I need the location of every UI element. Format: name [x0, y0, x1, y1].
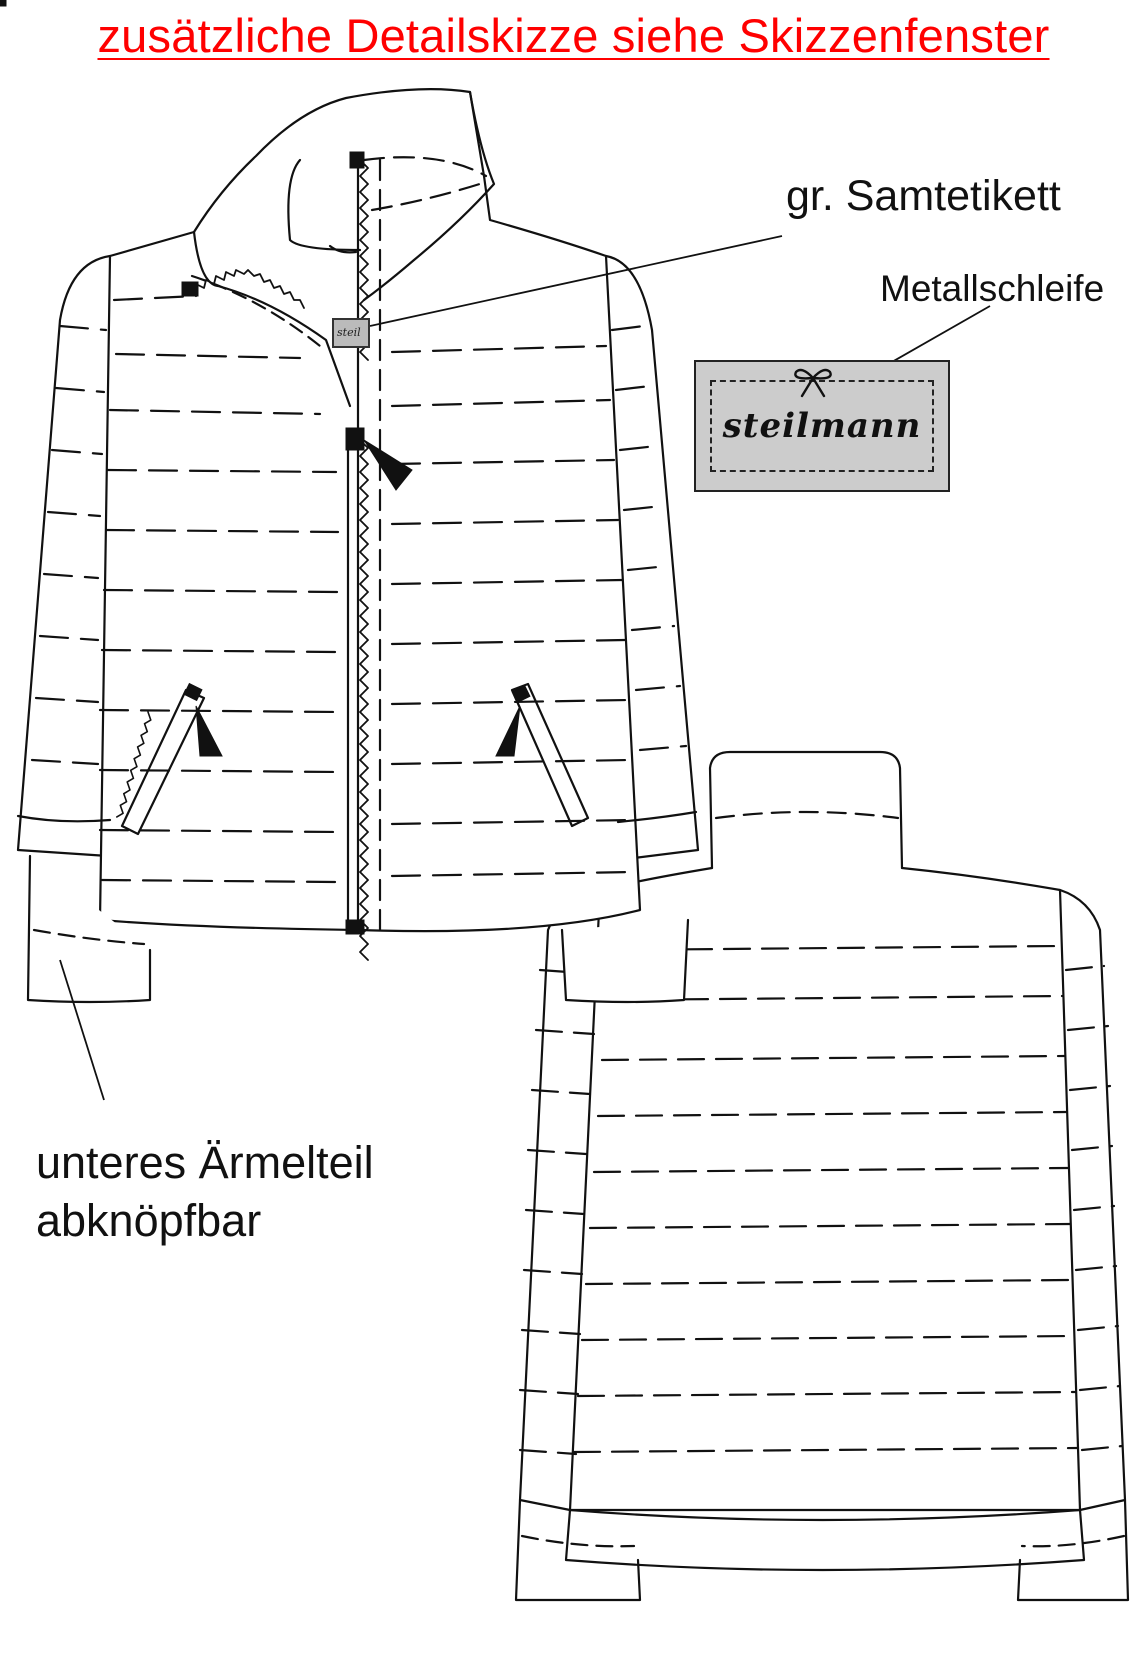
- collar: [190, 90, 496, 408]
- leader-sleeve: [59, 959, 105, 1101]
- label-sleeve-line1: unteres Ärmelteil: [36, 1137, 374, 1188]
- label-metallschleife: Metallschleife: [880, 268, 1105, 309]
- detail-sketch-note: zusätzliche Detailskizze siehe Skizzenfe…: [97, 9, 1050, 62]
- metal-bow-icon: [794, 368, 832, 398]
- small-velvet-label: steil: [332, 318, 370, 348]
- brand-logo: steilmann: [722, 406, 922, 446]
- center-front-zipper: [195, 158, 382, 961]
- label-samtetikett: gr. Samtetikett: [786, 172, 1061, 220]
- jacket-front-view: [16, 88, 700, 1004]
- label-stitching: [710, 380, 934, 472]
- label-detachable-sleeve: unteres Ärmelteil abknöpfbar: [36, 1134, 374, 1250]
- back-quilting-lines: [518, 944, 1124, 1456]
- jacket-back-view: [514, 750, 1130, 1602]
- leader-samtetikett: [369, 235, 783, 327]
- small-label-brand: steil: [337, 326, 361, 339]
- velvet-label-detail: steilmann: [694, 360, 950, 492]
- front-quilting-lines: [30, 294, 688, 884]
- label-sleeve-line2: abknöpfbar: [36, 1195, 262, 1246]
- zipper-hardware: [0, 0, 531, 935]
